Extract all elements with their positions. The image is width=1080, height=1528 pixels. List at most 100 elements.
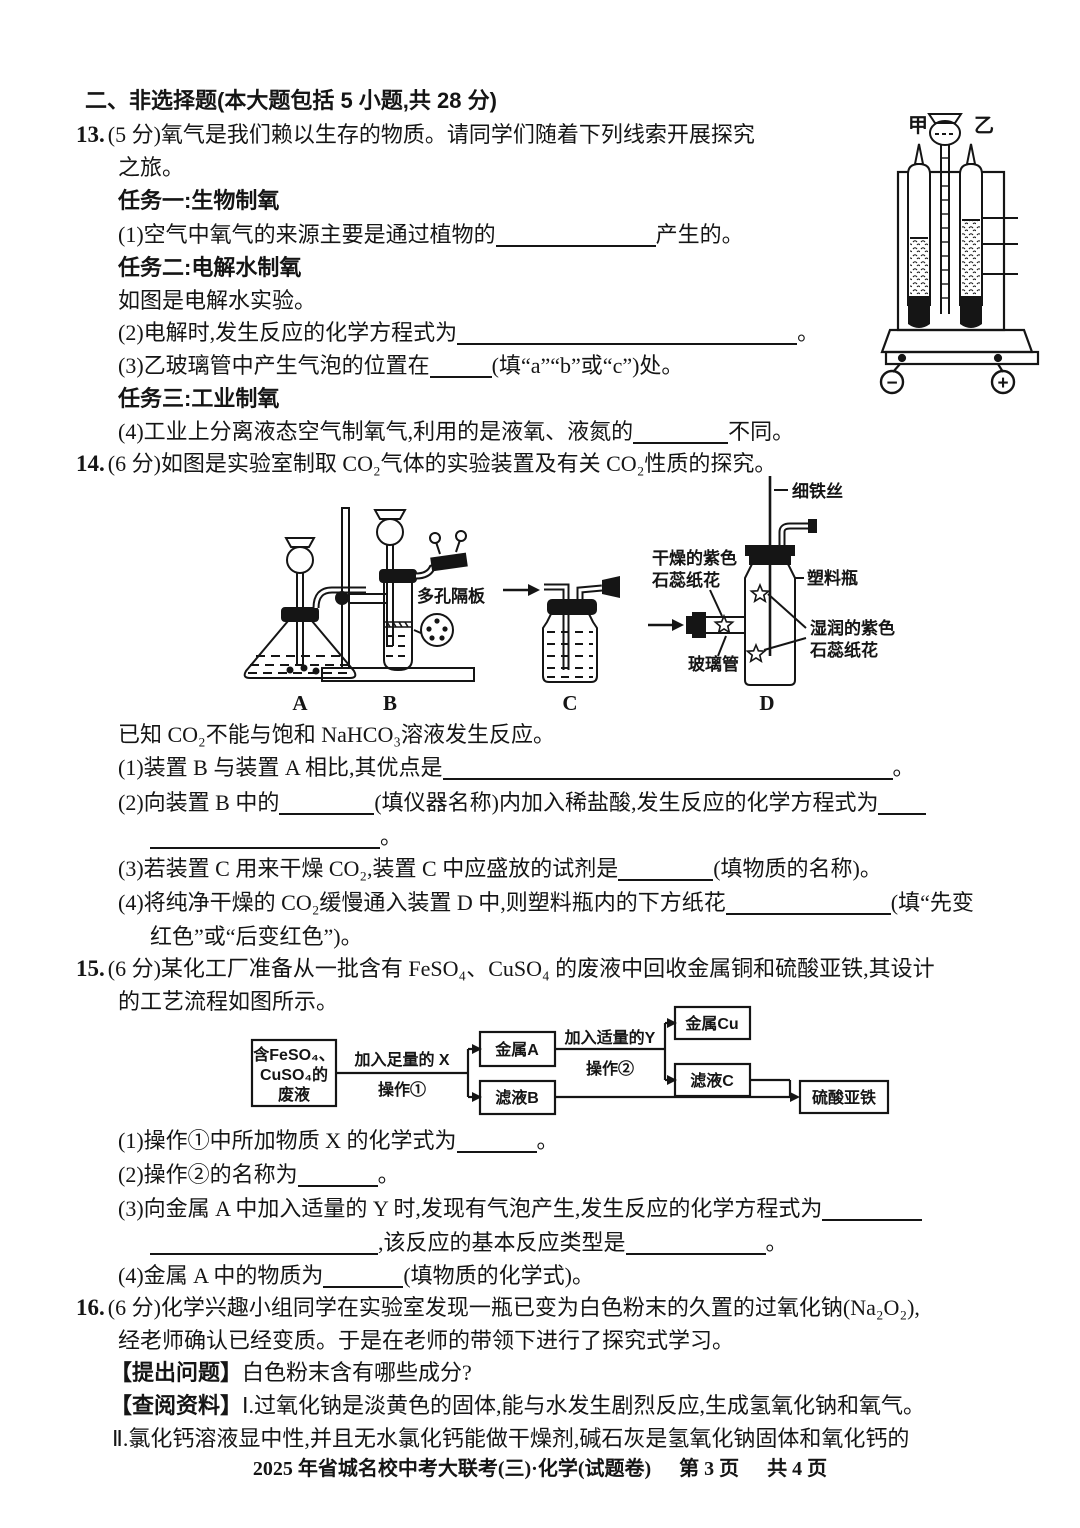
q15-header: 15.(6 分)某化工厂准备从一批含有 FeSO₄、CuSO₄ 的废液中回收金属…	[76, 956, 935, 982]
q16-reference-label: 【查阅资料】	[110, 1393, 243, 1418]
q14-part2-text2: (填仪器名称)内加入稀盐酸,发生反应的化学方程式为	[374, 790, 879, 815]
flow-waste-line1: 含FeSO₄、	[253, 1045, 334, 1064]
apparatus-a	[243, 537, 366, 679]
q15-intro-text: (6 分)某化工厂准备从一批含有 FeSO₄、CuSO₄ 的废液中回收金属铜和硫…	[107, 956, 935, 981]
gas-tubes	[907, 143, 983, 306]
q13-intro-cont: 之旅。	[118, 155, 185, 180]
q15-part3-blank3	[625, 1231, 766, 1255]
q16-reference-line2: Ⅱ.氯化钙溶液显中性,并且无水氯化钙能做干燥剂,碱石灰是氢氧化钠固体和氧化钙的	[112, 1426, 910, 1451]
plus-terminal-label: +	[997, 373, 1008, 394]
q15-part4-text: (4)金属 A 中的物质为	[118, 1263, 324, 1288]
q13-task3-heading: 任务三:工业制氧	[118, 386, 280, 411]
footer-exam-title: 2025 年省城名校中考大联考(三)·化学(试题卷)	[252, 1458, 652, 1480]
flow-step1-operation: 操作①	[378, 1080, 426, 1099]
q13-note: 如图是电解水实验。	[118, 288, 317, 313]
q14-part2-cont: 。	[150, 824, 402, 850]
q14-part2-blank3	[150, 825, 380, 849]
footer-page-total: 共 4 页	[767, 1458, 828, 1480]
q15-part1-text2: 。	[536, 1128, 559, 1153]
q15-part3-text: (3)向金属 A 中加入适量的 Y 时,发现有气泡产生,发生反应的化学方程式为	[118, 1196, 823, 1221]
tube-jia-label: 甲	[908, 115, 928, 137]
q15-intro-cont: 的工艺流程如图所示。	[118, 989, 339, 1014]
q14-part2-blank2	[878, 791, 927, 815]
q15-part3-blank1	[822, 1197, 923, 1221]
q15-part2-text2: 。	[377, 1162, 400, 1187]
q14-part1-text: (1)装置 B 与装置 A 相比,其优点是	[118, 755, 443, 780]
q14-number: 14.	[76, 451, 105, 476]
q14-part1-blank	[442, 756, 893, 780]
q13-part3: (3)乙玻璃管中产生气泡的位置在 (填“a”“b”或“c”)处。	[118, 353, 683, 379]
q13-header: 13.(5 分)氧气是我们赖以生存的物质。请同学们随着下列线索开展探究	[76, 122, 755, 148]
q14-part1: (1)装置 B 与装置 A 相比,其优点是。	[118, 755, 915, 781]
q13-part4-text: (4)工业上分离液态空气制氧气,利用的是液氧、液氮的	[118, 419, 634, 444]
q14-part3-blank	[618, 857, 714, 881]
apparatus-c-label: C	[562, 691, 577, 715]
q13-number: 13.	[76, 122, 105, 147]
q15-part3-text3: 。	[765, 1230, 788, 1255]
q13-part2: (2)电解时,发生反应的化学方程式为。	[118, 320, 819, 346]
flow-waste-line3: 废液	[278, 1085, 311, 1104]
q13-part4-text2: 不同。	[728, 419, 795, 444]
q13-task2-heading: 任务二:电解水制氧	[118, 255, 302, 280]
q14-part4-text2: (填“先变	[890, 890, 974, 915]
apparatus-c	[542, 576, 620, 683]
page-footer: 2025 年省城名校中考大联考(三)·化学(试题卷) 第 3 页 共 4 页	[0, 1452, 1080, 1481]
q14-part4: (4)将纯净干燥的 CO₂缓慢通入装置 D 中,则塑料瓶内的下方纸花(填“先变	[118, 890, 974, 916]
minus-terminal-label: −	[886, 373, 897, 394]
plastic-bottle-label: 塑料瓶	[807, 568, 858, 588]
q13-part4-blank	[633, 420, 729, 444]
apparatus-b	[321, 507, 475, 682]
q15-part4-blank	[323, 1264, 404, 1288]
q16-number: 16.	[76, 1295, 105, 1320]
q13-part1: (1)空气中氧气的来源主要是通过植物的产生的。	[118, 222, 744, 248]
q14-intro-text: (6 分)如图是实验室制取 CO₂气体的实验装置及有关 CO₂性质的探究。	[107, 451, 777, 476]
q14-part2-text: (2)向装置 B 中的	[118, 790, 280, 815]
q14-part2: (2)向装置 B 中的 (填仪器名称)内加入稀盐酸,发生反应的化学方程式为	[118, 790, 927, 816]
flow-cu-label: 金属Cu	[684, 1014, 738, 1033]
q14-part3-text2: (填物质的名称)。	[713, 856, 882, 881]
q13-part3-text2: (填“a”“b”或“c”)处。	[491, 353, 684, 378]
q15-part3: (3)向金属 A 中加入适量的 Y 时,发现有气泡产生,发生反应的化学方程式为	[118, 1196, 923, 1222]
q16-intro-text: (6 分)化学兴趣小组同学在实验室发现一瓶已变为白色粉末的久置的过氧化钠(Na₂…	[107, 1295, 920, 1320]
q16-question-text: 白色粉末含有哪些成分?	[242, 1360, 472, 1385]
q15-number: 15.	[76, 956, 105, 981]
footer-page-number: 第 3 页	[679, 1458, 740, 1480]
section-header: 二、非选择题(本大题包括 5 小题,共 28 分)	[85, 88, 497, 113]
apparatus-b-label: B	[383, 691, 397, 715]
q16-question-label: 【提出问题】	[110, 1360, 243, 1385]
dry-litmus-label-line1: 干燥的紫色	[652, 548, 737, 568]
q14-part4-blank	[725, 891, 891, 915]
battery-terminals: − +	[879, 369, 1016, 395]
q14-header: 14.(6 分)如图是实验室制取 CO₂气体的实验装置及有关 CO₂性质的探究。	[76, 451, 776, 477]
iron-wire-label: 细铁丝	[792, 481, 843, 501]
wet-litmus-label-line2: 石蕊纸花	[809, 640, 878, 660]
flow-filtrate-c-label: 滤液C	[690, 1071, 734, 1090]
apparatus-d	[648, 476, 817, 686]
q14-part3: (3)若装置 C 用来干燥 CO₂,装置 C 中应盛放的试剂是 (填物质的名称)。	[118, 856, 882, 882]
flow-step2-reagent: 加入适量的Y	[564, 1028, 656, 1047]
process-flow-diagram: 含FeSO₄、 CuSO₄的 废液 加入足量的 X 操作① 金属A 滤液B 加入…	[250, 1005, 890, 1116]
q15-part2: (2)操作②的名称为。	[118, 1162, 400, 1188]
electrolysis-apparatus-diagram: 甲 乙	[879, 113, 1040, 395]
q13-part3-blank	[429, 354, 492, 378]
apparatus-d-label: D	[759, 691, 774, 715]
porous-plate-label: 多孔隔板	[417, 586, 486, 606]
q13-part2-text: (2)电解时,发生反应的化学方程式为	[118, 320, 458, 345]
glass-tube-label: 玻璃管	[688, 654, 739, 674]
q15-part4: (4)金属 A 中的物质为(填物质的化学式)。	[118, 1263, 594, 1289]
q13-part2-blank	[457, 321, 798, 345]
flow-metal-a-label: 金属A	[494, 1040, 539, 1059]
q14-part3-text: (3)若装置 C 用来干燥 CO₂,装置 C 中应盛放的试剂是	[118, 856, 619, 881]
wet-litmus-label-line1: 湿润的紫色	[810, 618, 895, 638]
q16-header: 16.(6 分)化学兴趣小组同学在实验室发现一瓶已变为白色粉末的久置的过氧化钠(…	[76, 1295, 920, 1321]
electrodes	[908, 296, 982, 328]
funnel-icon	[927, 113, 963, 314]
q15-part1: (1)操作①中所加物质 X 的化学式为。	[118, 1128, 559, 1154]
q13-part3-text: (3)乙玻璃管中产生气泡的位置在	[118, 353, 430, 378]
q15-part2-blank	[297, 1163, 378, 1187]
q16-reference-text1: Ⅰ.过氧化钠是淡黄色的固体,能与水发生剧烈反应,生成氢氧化钠和氧气。	[242, 1393, 926, 1418]
q13-part1-blank	[495, 223, 656, 247]
q14-part2-text3: 。	[380, 824, 403, 849]
q13-part4: (4)工业上分离液态空气制氧气,利用的是液氧、液氮的 不同。	[118, 419, 794, 445]
